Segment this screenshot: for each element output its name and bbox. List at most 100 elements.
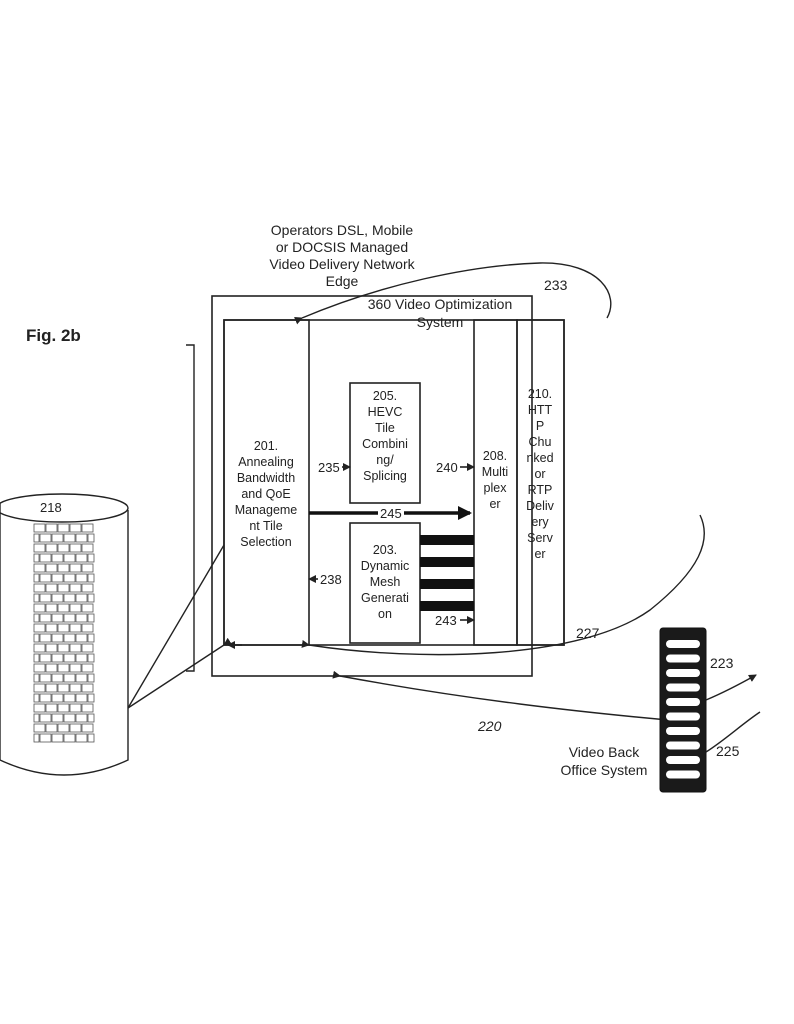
brick [51,673,64,683]
ref-218: 218 [40,500,62,515]
brick [75,633,88,643]
brick [63,593,76,603]
brick [69,583,82,593]
system-loop-curve-227 [301,514,705,656]
brick [87,533,95,543]
brick [87,733,95,743]
block-203-line-1: 203. [373,543,397,557]
arrow-223-label: 223 [710,655,734,671]
back-office-server [659,627,707,793]
brick [57,623,70,633]
network-edge-caption: Operators DSL, Mobile or DOCSIS Managed … [269,222,415,289]
storage-brick-pattern [33,523,95,743]
brick [33,693,40,703]
server-slot [666,727,700,735]
brick [45,723,58,733]
block-205-line-5: ng/ [376,453,394,467]
server-slot [666,698,700,706]
block-210-line-1: 210. [528,387,552,401]
block-203-line-2: Dynamic [361,559,410,573]
brick [69,723,82,733]
brick [75,573,88,583]
brick [51,613,64,623]
brick [45,603,58,613]
brick [33,603,46,613]
brick [63,713,76,723]
brick [63,653,76,663]
block-210-line-9: ery [531,515,549,529]
brick [57,683,70,693]
arrow-225-curve [705,711,761,753]
brick [33,573,40,583]
ref-233: 233 [544,277,568,293]
block-210-line-8: Deliv [526,499,555,513]
server-slot [666,640,700,648]
brick [69,663,82,673]
block-203-text: 203. Dynamic Mesh Generati on [361,543,410,621]
brick [33,643,46,653]
brick [75,533,88,543]
brick [33,543,46,553]
brick [39,613,52,623]
arrow-235-label: 235 [318,460,340,475]
block-205-line-2: HEVC [368,405,403,419]
brick [33,663,46,673]
server-slots [666,640,700,779]
brick [39,573,52,583]
arrow-223-curve [705,674,757,701]
brick [39,533,52,543]
block-203-line-5: on [378,607,392,621]
brick [33,523,46,533]
brick [45,663,58,673]
brick [39,673,52,683]
block-203-line-3: Mesh [370,575,401,589]
block-201-annealing [223,319,310,646]
server-slot [666,669,700,677]
brick [75,673,88,683]
brick [69,603,82,613]
network-edge-line-4: Edge [326,273,359,289]
arrow-245-label-bg [378,505,404,520]
system-caption-line-1: 360 Video Optimization [368,296,513,312]
brick [69,643,82,653]
block-210-text: 210. HTT P Chu nked or RTP Deliv ery Ser… [526,387,555,561]
bracket-link-upper [127,544,225,709]
brick [39,633,52,643]
brick [45,543,58,553]
brick [33,533,40,543]
bracket-link-lower [127,637,233,709]
brick [63,733,76,743]
brick [87,633,95,643]
brick [87,693,95,703]
server-slot [666,654,700,663]
block-210-line-10: Serv [527,531,553,545]
brick [45,703,58,713]
arrow-238-label: 238 [320,572,342,587]
brick [51,653,64,663]
brick [45,523,58,533]
brick [63,553,76,563]
brick [81,683,94,693]
brick [39,693,52,703]
brick [33,703,46,713]
storage-cylinder-218: 218 [0,493,129,776]
brick [45,643,58,653]
arrow-225-label: 225 [716,743,740,759]
brick [69,563,82,573]
brick [33,723,46,733]
block-201-text: 201. Annealing Bandwidth and QoE Managem… [235,439,298,549]
brick [57,563,70,573]
brick [57,703,70,713]
brick [75,553,88,563]
block-210-line-4: Chu [529,435,552,449]
brick [69,543,82,553]
network-edge-box [211,295,533,677]
brick [63,573,76,583]
block-205-hevc-tile-combining [349,382,421,504]
brick [75,653,88,663]
block-210-line-3: P [536,419,544,433]
back-office-line-1: Video Back [569,744,641,760]
figure-label: Fig. 2b [26,326,81,345]
brick [87,713,95,723]
